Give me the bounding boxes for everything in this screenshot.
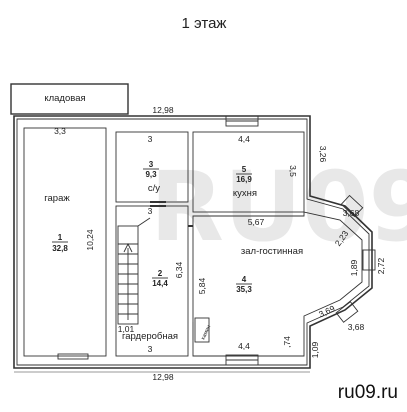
dim-wardrobe-side: 6,34	[174, 261, 184, 278]
dim-right-lower: 1,09	[310, 341, 320, 358]
dim-bay-outer: 2,72	[376, 257, 386, 274]
dim-bay-diag-bottom-outer: 3,68	[348, 322, 365, 332]
room-number-garage: 1	[58, 233, 63, 242]
fireplace-label: камин	[200, 324, 212, 341]
dim-living-left: 5,84	[197, 277, 207, 294]
staircase	[117, 217, 151, 325]
dim-bottom-total: 12,98	[152, 372, 174, 382]
site-mark: ru09.ru	[338, 382, 398, 403]
dim-right-lower-small: ,74	[282, 336, 292, 348]
room-name-garage: гараж	[44, 193, 70, 204]
room-area-living: 35,3	[236, 285, 252, 294]
room-area-wc: 9,3	[145, 170, 157, 179]
dim-wc-bottom: 3	[148, 206, 153, 216]
dim-right-upper: 3,26	[318, 146, 328, 163]
bay-window-bottom	[335, 301, 359, 323]
dim-kitchen-side: 3,5	[288, 165, 298, 177]
dim-garage-height: 10,24	[85, 229, 95, 251]
garage-room	[23, 127, 107, 357]
room-number-wc: 3	[149, 160, 154, 169]
room-name-storage: кладовая	[44, 93, 85, 104]
dim-bay-diag-bottom: 3,69	[317, 303, 336, 319]
room-number-kitchen: 5	[242, 165, 247, 174]
dim-kitchen-top: 4,4	[238, 134, 250, 144]
dim-living-top: 5,67	[248, 217, 265, 227]
room-name-living: зал-гостинная	[241, 246, 303, 257]
dim-bay-inner: 1,89	[349, 259, 359, 276]
garage-door	[57, 353, 89, 360]
dim-top-total: 12,98	[152, 105, 174, 115]
dim-bay-diag-top: 3,68	[343, 208, 360, 218]
room-area-kitchen: 16,9	[236, 175, 252, 184]
fireplace	[194, 317, 210, 343]
room-number-living: 4	[242, 275, 247, 284]
bay-window-middle	[362, 249, 376, 271]
dim-living-bottom: 4,4	[238, 341, 250, 351]
room-name-wardrobe: гардеробная	[122, 331, 178, 342]
room-area-garage: 32,8	[52, 244, 68, 253]
room-name-wc: с/у	[148, 183, 160, 194]
storage-room	[10, 83, 129, 115]
dim-wardrobe-bottom: 3	[148, 344, 153, 354]
kitchen-room	[192, 131, 305, 213]
plan-title: 1 этаж	[182, 15, 227, 32]
dim-garage-width: 3,3	[54, 126, 66, 136]
room-number-wardrobe: 2	[158, 269, 163, 278]
room-area-wardrobe: 14,4	[152, 279, 168, 288]
bay-window-top	[340, 194, 364, 218]
dim-stair-step: 1,01	[118, 324, 135, 334]
living-room	[192, 211, 363, 357]
outer-wall-inner	[16, 118, 370, 366]
room-name-kitchen: кухня	[233, 188, 257, 199]
dim-wc-top: 3	[148, 134, 153, 144]
outer-wall	[13, 115, 373, 369]
